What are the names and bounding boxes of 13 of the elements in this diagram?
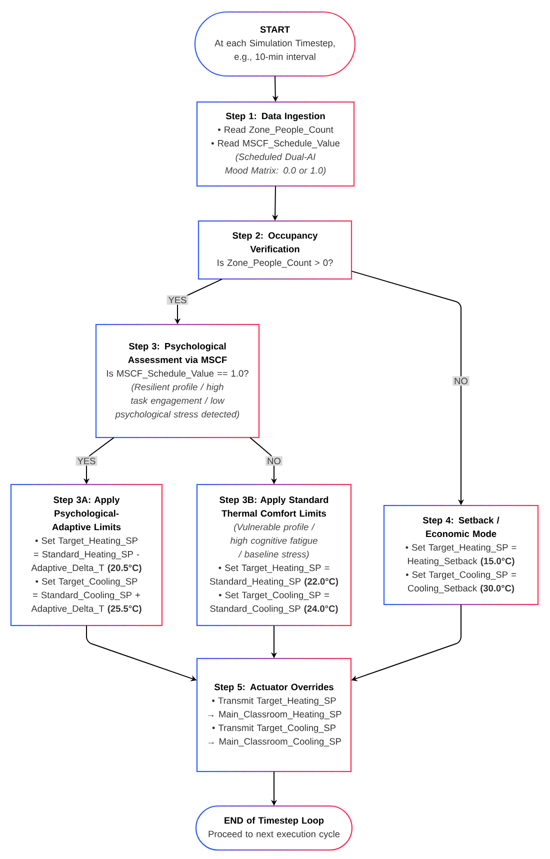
edge-label: NO — [452, 376, 470, 386]
edge-label: NO — [266, 456, 282, 466]
process-box: Step 4: Setback / Economic Mode • Set Target_Heating_SP = Heating_Setback (15.0°C) • Set Target_Cooling_SP = Cooling_Setback (30.0°C) — [383, 504, 539, 606]
terminal-box: END of Timestep Loop Proceed to next execution cycle — [195, 805, 353, 851]
process-box: Step 1: Data Ingestion • Read Zone_People_Count • Read MSCF_Schedule_Value (Scheduled Dual-AI Mood Matrix: 0.0 or 1.0) — [196, 101, 355, 187]
edge-label: YES — [76, 456, 98, 466]
process-box: Step 3B: Apply Standard Thermal Comfort Limits (Vulnerable profile / high cognitive fatigue / baseline stress) • Set Target_Heating_SP = Standard_Heating_SP (22.0°C) • Set Target_Cooling_SP = Standard_Cooling_SP (24.0°C) — [196, 484, 352, 626]
process-box: Step 3: Psychological Assessment via MSCF Is MSCF_Schedule_Value == 1.0? (Resilient profile / high task engagement / low psychological stress detected) — [95, 324, 260, 438]
process-box: Step 3A: Apply Psychological-Adaptive Limits • Set Target_Heating_SP = Standard_Heating_SP - Adaptive_Delta_T (20.5°C) • Set Target_Cooling_SP = Standard_Cooling_SP + Adaptive_Delta_T (25.5°C) — [10, 484, 163, 626]
process-box: Step 2: Occupancy Verification Is Zone_People_Count > 0? — [198, 220, 352, 280]
process-box: Step 5: Actuator Overrides • Transmit Target_Heating_SP → Main_Classroom_Heating_SP • Transmit Target_Cooling_SP → Main_Classroom_Cooling_SP — [196, 658, 352, 772]
edge-label: YES — [166, 295, 188, 305]
terminal-box: START At each Simulation Timestep, e.g., 10-min interval — [194, 11, 356, 77]
